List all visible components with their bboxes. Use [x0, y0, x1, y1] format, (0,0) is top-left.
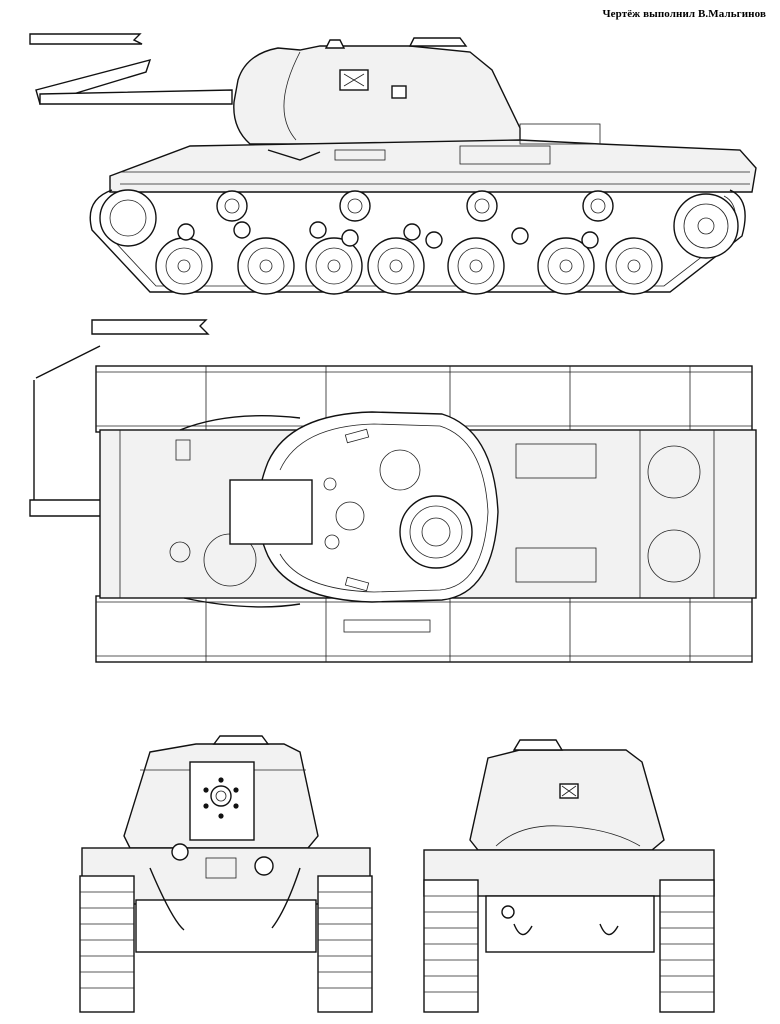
top-engine-hatch-2: [647, 529, 701, 583]
top-view: [29, 319, 757, 663]
side-return-rollers: [216, 190, 614, 222]
top-commander-cupola: [399, 495, 473, 569]
top-track-right: [95, 595, 753, 663]
top-gun-mantlet: [229, 479, 313, 545]
side-view: [29, 33, 757, 295]
side-drive-sprocket: [673, 193, 739, 259]
rear-turret: [469, 749, 665, 851]
front-track-right: [317, 875, 373, 1013]
front-view: [79, 735, 373, 1013]
rear-track-left: [423, 879, 479, 1013]
rear-view: [423, 739, 715, 1013]
top-tow-cables: [179, 415, 301, 608]
front-track-left: [79, 875, 135, 1013]
side-track: [89, 189, 746, 293]
side-road-wheels: [155, 237, 663, 295]
side-turret: [233, 45, 521, 145]
author-credit: Чертёж выполнил В.Мальгинов: [602, 8, 766, 20]
side-idler-wheel: [99, 189, 157, 247]
rear-track-right: [659, 879, 715, 1013]
side-cupola: [408, 37, 468, 47]
rear-tow-hooks: [513, 923, 619, 936]
side-suspension: [177, 221, 599, 249]
side-hull: [109, 139, 757, 193]
side-gun-barrel: [29, 33, 233, 105]
top-engine-hatch-1: [647, 445, 701, 499]
